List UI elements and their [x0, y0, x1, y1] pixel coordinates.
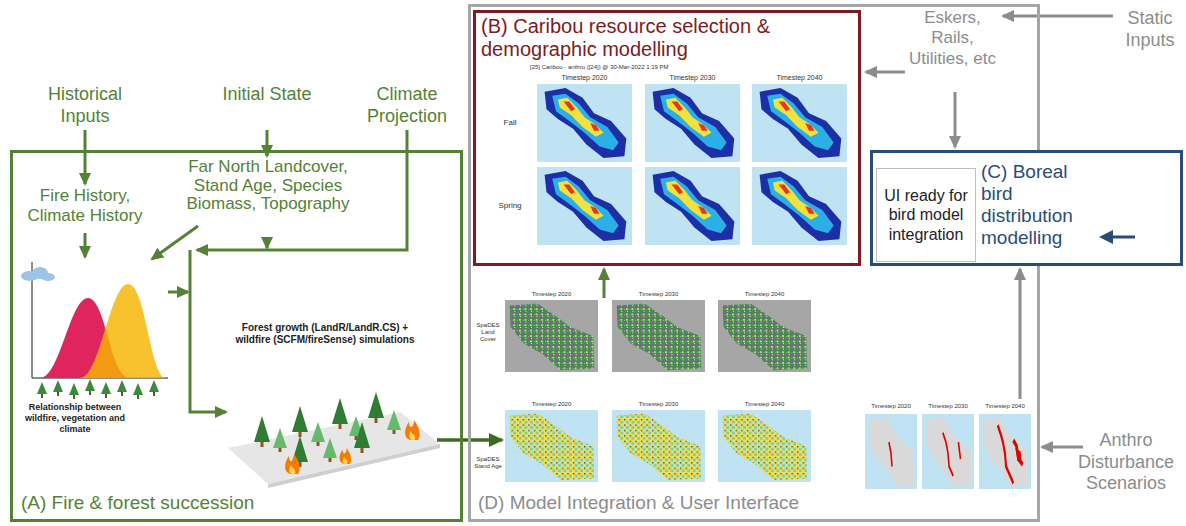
ui-panel: UI ready for bird model integration [876, 168, 976, 262]
arrow-line [1111, 236, 1135, 239]
panel-header: [25] Caribou - anthro ([24]) @ 30-Mar-20… [530, 64, 790, 71]
region-title: (D) Model Integration & User Interface [478, 492, 1018, 515]
module-title: (C) Boreal bird distribution modelling [981, 161, 1093, 248]
season-label: Spring [488, 201, 532, 211]
input-label: Far North Landcover, Stand Age, Species … [172, 158, 364, 214]
row-label: SpaDES Land Cover [473, 322, 503, 344]
input-label: Historical Inputs [30, 84, 140, 127]
input-label: Eskers, Rails, Utilities, etc [905, 8, 1000, 69]
module-box: (C) Boreal bird distribution modellingUI… [870, 150, 1183, 266]
input-label: Anthro Disturbance Scenarios [1070, 430, 1182, 495]
panel-text: UI ready for bird model integration [881, 186, 971, 244]
module-title: (B) Caribou resource selection & demogra… [481, 15, 853, 61]
input-label: Static Inputs [1118, 8, 1182, 51]
input-label: Fire History, Climate History [15, 186, 155, 227]
module-box: (B) Caribou resource selection & demogra… [473, 10, 861, 266]
illustration-caption: Relationship between wildfire, vegetatio… [16, 402, 134, 434]
timestep-label: Timestep 2040 [718, 401, 811, 408]
timestep-label: Timestep 2030 [645, 74, 740, 82]
timestep-label: Timestep 2030 [612, 291, 705, 298]
region-title: (A) Fire & forest succession [21, 492, 451, 515]
timestep-label: Timestep 2030 [918, 403, 978, 410]
input-label: Climate Projection [357, 84, 457, 127]
timestep-label: Timestep 2020 [537, 74, 632, 82]
timestep-label: Timestep 2040 [975, 403, 1035, 410]
timestep-label: Timestep 2020 [505, 291, 598, 298]
arrow-head [1099, 230, 1113, 244]
season-label: Fall [488, 118, 532, 128]
illustration-caption: Forest growth (LandR/LandR.CS) + wildfir… [225, 322, 425, 346]
row-label: SpaDES Stand Age [473, 456, 503, 470]
timestep-label: Timestep 2040 [752, 74, 847, 82]
timestep-label: Timestep 2020 [505, 401, 598, 408]
timestep-label: Timestep 2020 [861, 403, 921, 410]
input-label: Initial State [222, 84, 312, 106]
timestep-label: Timestep 2030 [612, 401, 705, 408]
timestep-label: Timestep 2040 [718, 291, 811, 298]
